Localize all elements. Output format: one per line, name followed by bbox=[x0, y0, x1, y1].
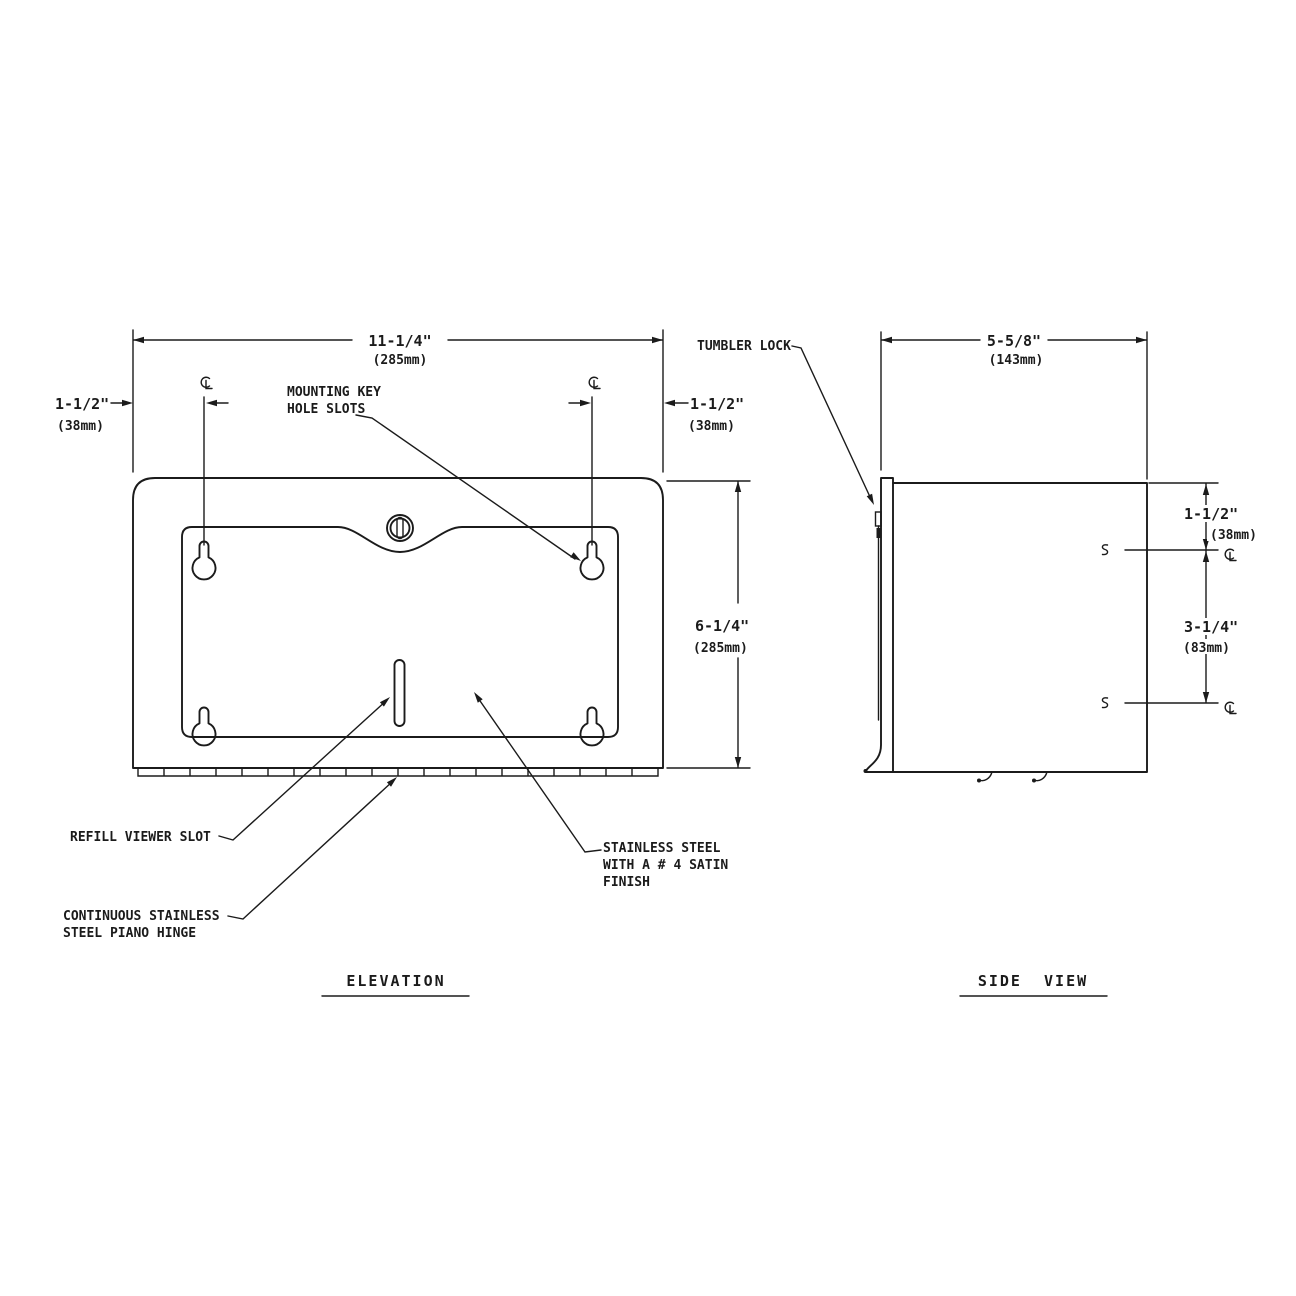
centerline-icon bbox=[588, 376, 601, 390]
mounting-label-line2: HOLE SLOTS bbox=[287, 402, 365, 417]
dim-width-mm: (285mm) bbox=[373, 353, 428, 368]
dim-right-offset-mm: (38mm) bbox=[688, 419, 735, 434]
elevation-title: ELEVATION bbox=[346, 972, 445, 990]
finish-label-line1: STAINLESS STEEL bbox=[603, 841, 721, 856]
s-break-icon bbox=[1101, 697, 1109, 709]
callout-piano-hinge: CONTINUOUS STAINLESS STEEL PIANO HINGE bbox=[63, 777, 397, 941]
inner-panel-outline bbox=[181, 526, 619, 738]
arrowhead bbox=[122, 399, 133, 407]
dim-top-offset-mm: (38mm) bbox=[1210, 528, 1257, 543]
arrowhead bbox=[881, 336, 892, 344]
centerline-icon bbox=[1224, 548, 1237, 562]
arrowhead bbox=[1136, 336, 1147, 344]
dim-side-keyhole-stack: 1-1/2" (38mm) 3-1/4" (83mm) bbox=[1101, 482, 1263, 715]
tumbler-lock-profile bbox=[874, 511, 882, 721]
dim-hole-span-mm: (83mm) bbox=[1183, 641, 1230, 656]
dim-height-mm: (285mm) bbox=[693, 641, 748, 656]
arrowhead bbox=[386, 777, 397, 787]
arrowhead bbox=[580, 399, 591, 407]
arrowhead bbox=[734, 757, 742, 768]
dim-hole-span-inch: 3-1/4" bbox=[1184, 618, 1238, 636]
hinge-label-line2: STEEL PIANO HINGE bbox=[63, 926, 196, 941]
keyhole-slot-top-left bbox=[191, 540, 217, 581]
arrowhead bbox=[664, 399, 675, 407]
dim-left-offset: 1-1/2" (38mm) bbox=[55, 395, 229, 434]
arrowhead bbox=[1202, 539, 1210, 550]
arrowhead bbox=[474, 692, 483, 703]
arrowhead bbox=[379, 697, 390, 707]
dim-right-offset-inch: 1-1/2" bbox=[690, 395, 744, 413]
keyhole-slot-top-right bbox=[579, 540, 605, 581]
dim-height-inch: 6-1/4" bbox=[695, 617, 749, 635]
refill-viewer-slot bbox=[393, 659, 406, 727]
callout-refill-slot: REFILL VIEWER SLOT bbox=[70, 697, 390, 845]
arrowhead bbox=[1202, 551, 1210, 562]
elevation-view: 11-1/4" (285mm) 1-1/2" (38mm) 1-1/2" (38… bbox=[55, 329, 751, 997]
centerline-icon bbox=[200, 376, 213, 390]
keyhole-slot-bottom-right bbox=[579, 706, 605, 747]
arrowhead bbox=[570, 552, 581, 561]
dim-depth-mm: (143mm) bbox=[989, 353, 1044, 368]
dispenser-body-outline bbox=[132, 477, 664, 769]
hinge-label-line1: CONTINUOUS STAINLESS bbox=[63, 909, 220, 924]
arrowhead bbox=[1202, 692, 1210, 703]
dim-depth-inch: 5-5/8" bbox=[987, 332, 1041, 350]
dim-elevation-width: 11-1/4" (285mm) bbox=[132, 329, 664, 473]
centerline-icon bbox=[1224, 701, 1237, 715]
keyhole-slot-bottom-left bbox=[191, 706, 217, 747]
towel-guide-hooks bbox=[977, 771, 1048, 783]
side-view: 5-5/8" (143mm) TUMBLER LOCK bbox=[697, 331, 1263, 997]
callout-mounting-keyholes: MOUNTING KEY HOLE SLOTS bbox=[287, 385, 581, 561]
piano-hinge bbox=[137, 768, 659, 777]
keyhole-centerlines bbox=[203, 396, 593, 546]
mounting-label-line1: MOUNTING KEY bbox=[287, 385, 381, 400]
callout-steel-finish: STAINLESS STEEL WITH A # 4 SATIN FINISH bbox=[474, 692, 728, 890]
arrowhead bbox=[133, 336, 144, 344]
dim-elevation-height: 6-1/4" (285mm) bbox=[666, 480, 751, 769]
dim-left-offset-inch: 1-1/2" bbox=[55, 395, 109, 413]
dim-top-offset-inch: 1-1/2" bbox=[1184, 505, 1238, 523]
arrowhead bbox=[734, 481, 742, 492]
dim-side-depth: 5-5/8" (143mm) bbox=[880, 331, 1148, 480]
dim-width-inch: 11-1/4" bbox=[368, 332, 431, 350]
side-view-title: SIDE VIEW bbox=[978, 972, 1088, 990]
lock-cylinder-icon bbox=[386, 514, 414, 542]
side-body-outline bbox=[864, 482, 1148, 773]
arrowhead bbox=[206, 399, 217, 407]
door-bottom-tip bbox=[863, 769, 868, 773]
s-break-icon bbox=[1101, 544, 1109, 556]
arrowhead bbox=[652, 336, 663, 344]
callout-tumbler-lock: TUMBLER LOCK bbox=[697, 339, 874, 505]
dim-left-offset-mm: (38mm) bbox=[57, 419, 104, 434]
arrowhead bbox=[866, 493, 874, 505]
arrowhead bbox=[1202, 484, 1210, 495]
finish-label-line3: FINISH bbox=[603, 875, 650, 890]
side-door-panel bbox=[864, 477, 894, 773]
dim-right-offset: 1-1/2" (38mm) bbox=[568, 395, 744, 434]
finish-label-line2: WITH A # 4 SATIN bbox=[603, 858, 728, 873]
refill-label: REFILL VIEWER SLOT bbox=[70, 830, 211, 845]
tumbler-lock-label: TUMBLER LOCK bbox=[697, 339, 791, 354]
